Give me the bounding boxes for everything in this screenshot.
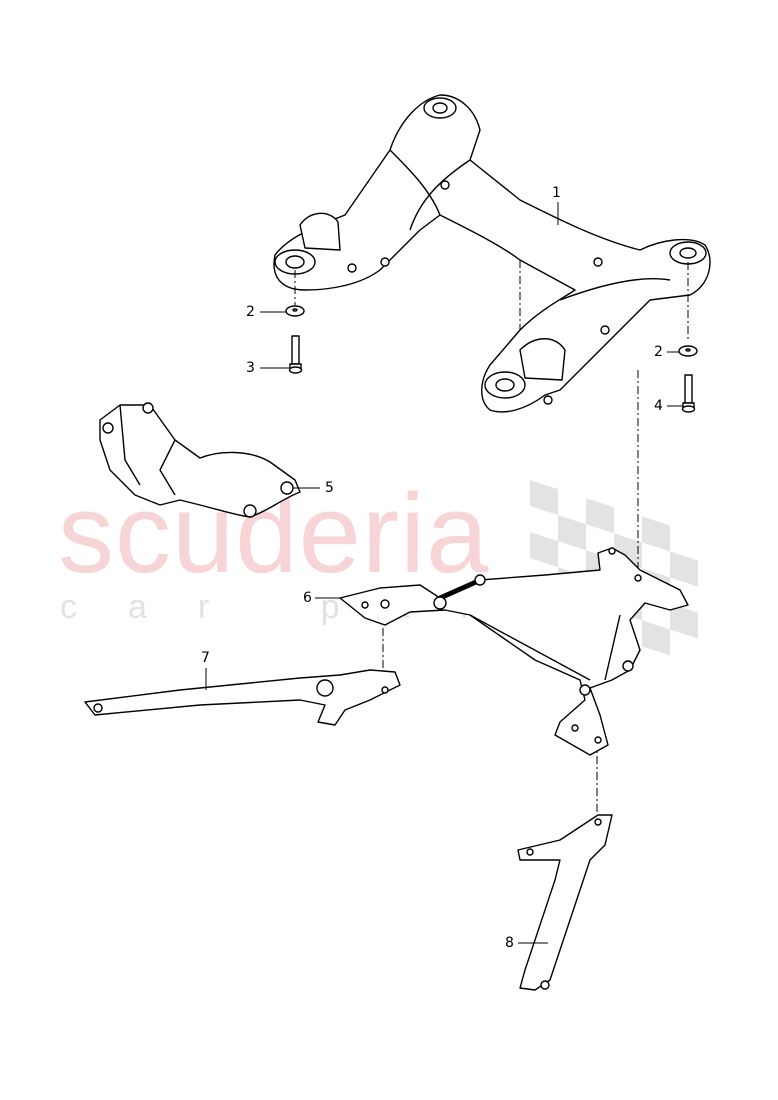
part-6-reinforcement-frame (339, 547, 689, 756)
part-1-subframe (273, 94, 711, 413)
part-8-strut-brace-right (517, 814, 613, 991)
callout-4: 4 (654, 398, 663, 414)
callout-2-left: 2 (246, 304, 255, 320)
callout-2-right: 2 (654, 344, 663, 360)
callout-3: 3 (246, 360, 255, 376)
part-3-bolt-left (288, 335, 303, 374)
part-2-washer-left (285, 305, 305, 317)
callout-5: 5 (325, 480, 334, 496)
part-5-cover (99, 402, 301, 518)
callout-1: 1 (552, 185, 561, 201)
part-2-washer-right (678, 345, 698, 357)
callout-8: 8 (505, 935, 514, 951)
callout-7: 7 (201, 650, 210, 666)
part-4-bolt-right (681, 374, 696, 413)
part-7-strut-brace-left (84, 669, 401, 726)
callout-6: 6 (303, 590, 312, 606)
